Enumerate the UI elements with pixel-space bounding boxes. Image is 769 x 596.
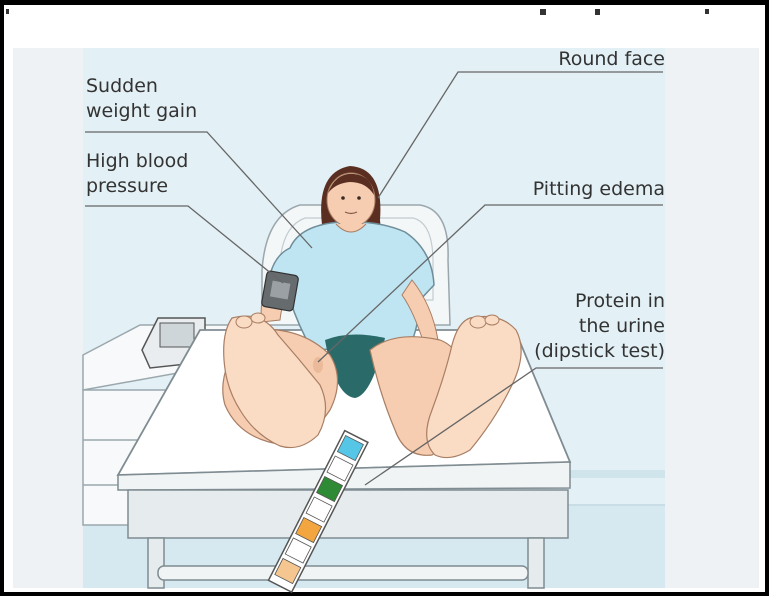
cropped-text-remnant: [6, 9, 709, 15]
label-pitting-edema: Pitting edema: [533, 177, 665, 202]
label-protein-in-urine: Protein in the urine (dipstick test): [534, 289, 665, 364]
wall-stripe: [560, 470, 665, 478]
right-panel: [665, 48, 759, 588]
left-panel: [13, 48, 83, 588]
label-round-face: Round face: [558, 47, 665, 72]
label-high-blood-pressure: High blood pressure: [86, 149, 188, 199]
blood-pressure-cuff: [261, 270, 299, 311]
label-sudden-weight-gain: Sudden weight gain: [86, 74, 197, 124]
